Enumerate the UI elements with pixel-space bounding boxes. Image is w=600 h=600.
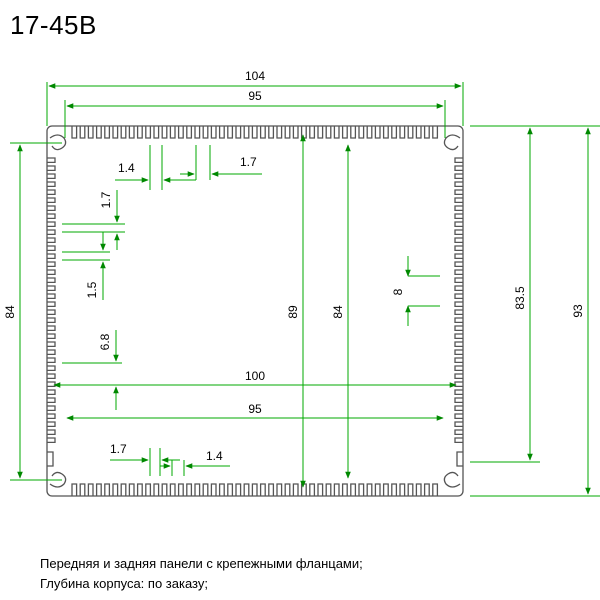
label-89: 89 <box>286 305 300 319</box>
drawing-title: 17-45B <box>10 10 97 40</box>
left-slot-notch <box>47 451 54 467</box>
label-6-8: 6.8 <box>98 333 112 350</box>
label-84-center: 84 <box>331 305 345 319</box>
label-100: 100 <box>245 369 265 383</box>
dimension-labels: 104 95 93 83.5 84 89 84 8 100 95 1.4 1.7… <box>3 69 585 463</box>
label-84-left: 84 <box>3 305 17 319</box>
left-side-fins <box>47 157 56 444</box>
top-fins <box>71 126 439 139</box>
label-1-4-top: 1.4 <box>118 161 135 175</box>
label-1-4-bottom: 1.4 <box>206 449 223 463</box>
label-1-7-bottom: 1.7 <box>110 442 127 456</box>
outer-frame <box>46 125 464 497</box>
label-93: 93 <box>571 304 585 318</box>
label-104: 104 <box>245 69 265 83</box>
bottom-fins <box>71 483 439 496</box>
label-1-7-top: 1.7 <box>240 155 257 169</box>
note-flanges: Передняя и задняя панели с крепежными фл… <box>40 556 363 571</box>
corner-screw-channels <box>49 134 461 488</box>
label-83-5: 83.5 <box>513 286 527 310</box>
note-depth: Глубина корпуса: по заказу; <box>40 576 208 591</box>
profile-outline <box>46 125 464 497</box>
label-1-5-side: 1.5 <box>85 281 99 298</box>
label-8: 8 <box>391 288 405 295</box>
dimension-lines <box>10 82 600 497</box>
label-95-top: 95 <box>248 89 262 103</box>
label-95-bottom: 95 <box>248 402 262 416</box>
right-side-fins <box>454 157 463 444</box>
right-slot-notch <box>456 451 463 467</box>
label-1-7-side: 1.7 <box>99 191 113 208</box>
